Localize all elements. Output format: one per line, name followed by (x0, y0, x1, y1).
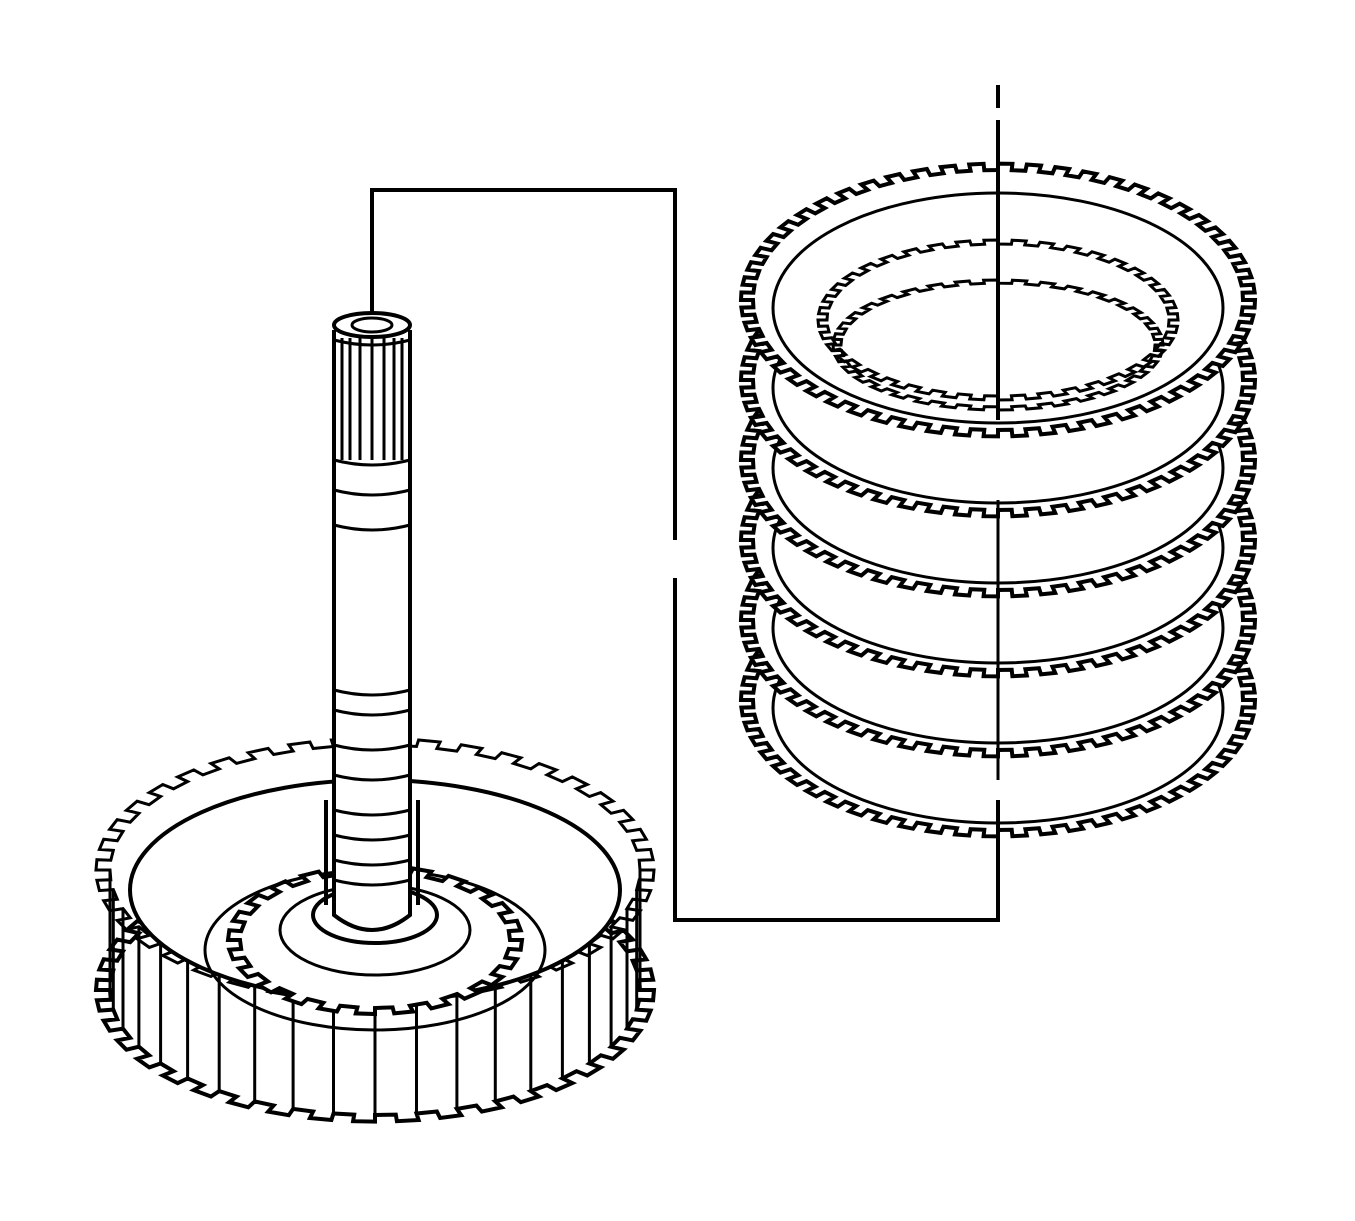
shaft-thick-section (324, 800, 420, 905)
shaft-end (332, 311, 412, 339)
friction-plate-inner-teeth (831, 278, 1165, 412)
shaft-band (333, 338, 411, 347)
shaft-band (333, 458, 411, 467)
shaft-band (333, 688, 411, 697)
friction-plate-inner-teeth (816, 238, 1180, 402)
shaft-bore (350, 316, 394, 334)
shaft-band (333, 488, 411, 497)
hub-spline-teeth (108, 870, 642, 1115)
clutch-hub (93, 736, 657, 1124)
clutch-plate-stack (738, 161, 1258, 839)
shaft-band (333, 878, 411, 887)
shaft-band (333, 523, 411, 532)
shaft-band (333, 708, 411, 717)
shaft-splines (340, 338, 404, 460)
shaft-band (333, 773, 411, 782)
shaft-band (333, 833, 411, 842)
shaft-band (333, 808, 411, 817)
leader-line (370, 188, 1000, 922)
shaft-band (333, 858, 411, 867)
input-shaft (324, 311, 420, 932)
shaft-band (333, 743, 411, 752)
